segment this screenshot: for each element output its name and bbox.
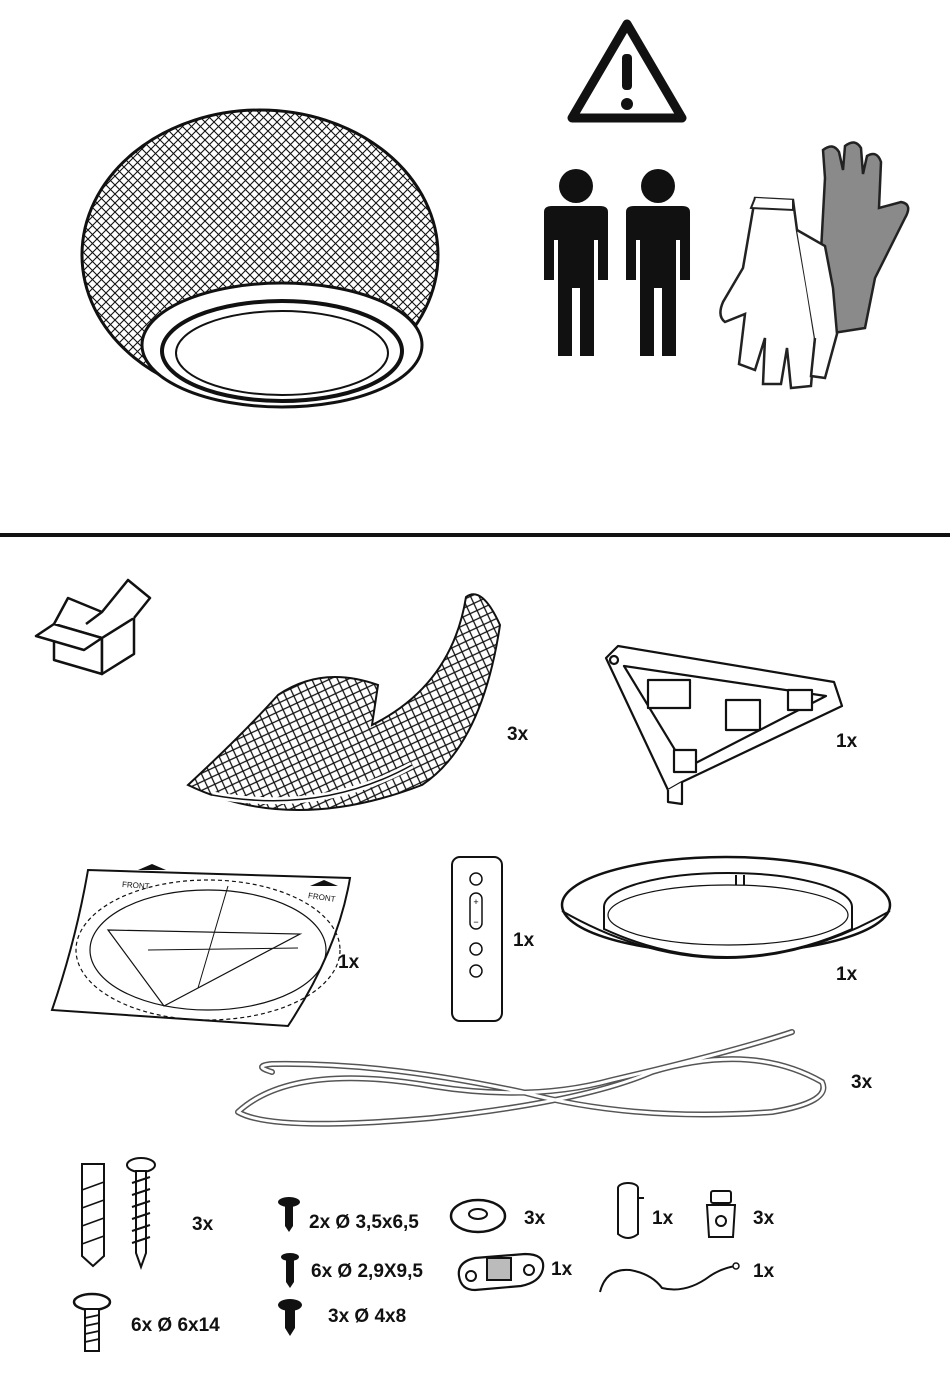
hood-lamp-illustration	[70, 95, 450, 415]
mounting-bracket	[598, 640, 850, 812]
svg-text:−: −	[473, 917, 478, 927]
bracket-qty: 1x	[836, 731, 857, 753]
connector-tube-icon	[612, 1180, 646, 1242]
remote-qty: 1x	[513, 930, 534, 952]
screw-c-icon	[276, 1298, 304, 1338]
protective-gloves-icon	[715, 138, 940, 393]
bolt-label: 6x Ø 6x14	[131, 1315, 220, 1337]
cable-qty: 3x	[851, 1072, 872, 1094]
tube-qty: 1x	[652, 1208, 673, 1230]
remote-control: + −	[450, 855, 504, 1023]
nut-qty: 3x	[753, 1208, 774, 1230]
template-front-label-left: FRONT	[122, 880, 150, 891]
screw-c-label: 3x Ø 4x8	[328, 1306, 406, 1328]
safety-wire-icon	[596, 1254, 742, 1296]
wire-qty: 1x	[753, 1261, 774, 1283]
trim-ring	[560, 855, 892, 975]
wood-screw-icon	[124, 1157, 158, 1269]
cable-clip-icon	[455, 1246, 547, 1294]
wall-plug-screw-qty: 3x	[192, 1214, 213, 1236]
grid-shell-qty: 3x	[507, 724, 528, 746]
wall-plug-icon	[76, 1160, 110, 1268]
bolt-icon	[72, 1292, 112, 1354]
led-cable	[232, 1022, 834, 1134]
warning-icon	[566, 18, 688, 126]
ring-qty: 1x	[836, 964, 857, 986]
screw-b-icon	[279, 1252, 301, 1290]
two-persons-icon	[538, 168, 698, 360]
clip-qty: 1x	[551, 1259, 572, 1281]
washer-icon	[448, 1196, 508, 1236]
svg-text:+: +	[473, 897, 478, 907]
package-box-icon	[32, 576, 154, 678]
grid-shell-segment	[182, 585, 502, 835]
drilling-template	[48, 860, 354, 1030]
screw-a-label: 2x Ø 3,5x6,5	[309, 1212, 419, 1234]
template-qty: 1x	[338, 952, 359, 974]
terminal-nut-icon	[703, 1187, 739, 1241]
section-divider	[0, 533, 950, 537]
screw-a-icon	[276, 1196, 302, 1234]
screw-b-label: 6x Ø 2,9X9,5	[311, 1261, 423, 1283]
washer-qty: 3x	[524, 1208, 545, 1230]
